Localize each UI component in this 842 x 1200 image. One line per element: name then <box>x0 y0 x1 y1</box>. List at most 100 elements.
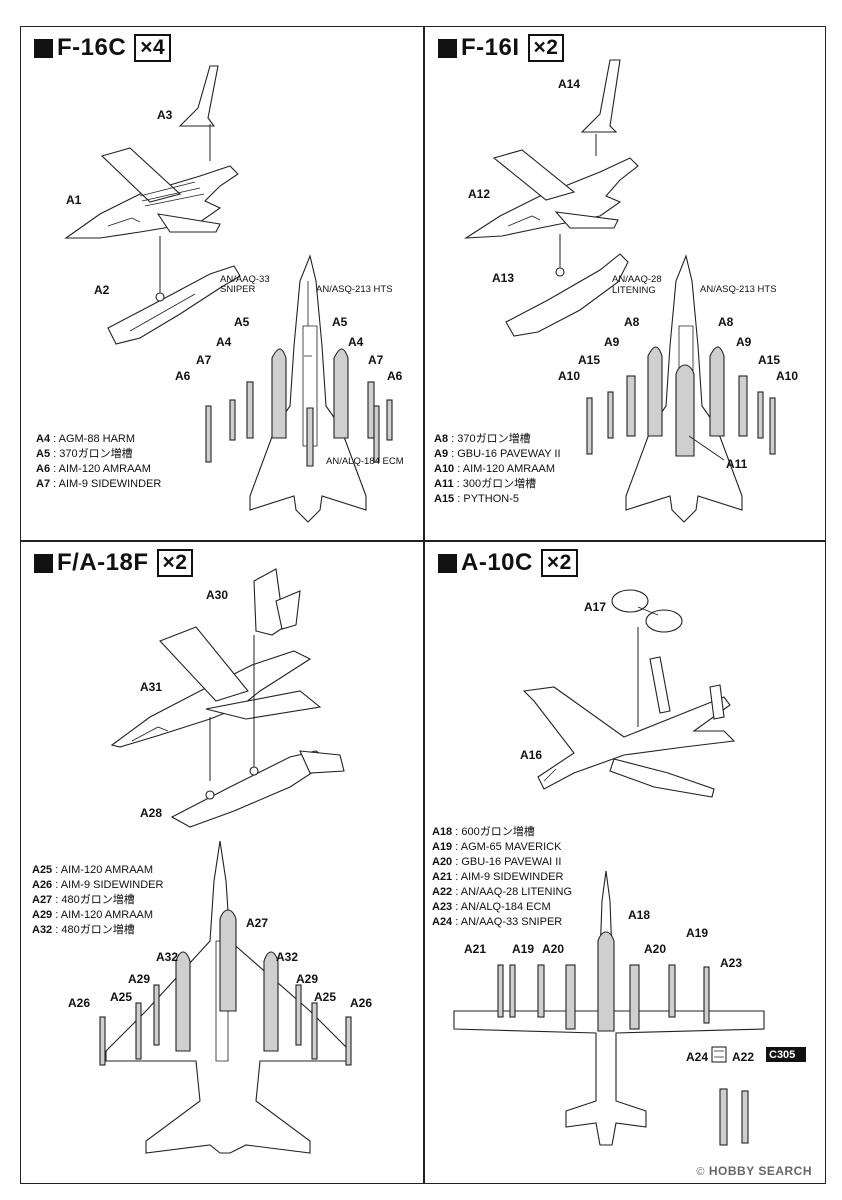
fuel-tank-a27 <box>219 909 237 1012</box>
label-a6-right: A6 <box>387 369 403 383</box>
label-a26-right: A26 <box>350 996 372 1010</box>
legend-f16c: A4 : AGM-88 HARM A5 : 370ガロン増槽 A6 : AIM-… <box>36 432 161 492</box>
title-square-icon <box>438 553 457 573</box>
f16-top-view <box>249 254 367 523</box>
python5-a15-right <box>757 391 764 439</box>
mount-hole <box>155 292 165 302</box>
lower-wing <box>609 758 715 798</box>
tail-fins-part-right <box>275 590 301 630</box>
label-a23: A23 <box>720 956 742 970</box>
f16c-stores <box>205 348 393 467</box>
callout-sniper-1: AN/AAQ-33 <box>220 274 270 285</box>
tail-fin-part <box>178 65 219 127</box>
panel-fa18f: F/A-18F ×2 A30 <box>20 541 423 1184</box>
tail-fin-left <box>649 656 671 714</box>
canopy-line <box>107 217 141 227</box>
label-a2: A2 <box>94 283 110 297</box>
sidewinder-a26-left <box>99 1016 106 1066</box>
wing-part <box>100 147 182 203</box>
nose-line <box>543 768 557 782</box>
legend-row: A21 : AIM-9 SIDEWINDER <box>432 871 564 883</box>
label-a4-left: A4 <box>216 335 232 349</box>
amraam-a6-left <box>205 405 212 463</box>
fuel-tank-a32-right <box>263 951 279 1052</box>
legend-row: A4 : AGM-88 HARM <box>36 433 136 445</box>
label-a29-right: A29 <box>296 972 318 986</box>
legend-row: A26 : AIM-9 SIDEWINDER <box>32 879 164 891</box>
canopy-line <box>131 726 169 742</box>
f16i-assembly-diagram: A14 A12 A13 AN/AAQ-28 LITENING AN/ASQ-21… <box>463 59 798 523</box>
legend-row: A23 : AN/ALQ-184 ECM <box>432 901 551 913</box>
label-a8-left: A8 <box>624 315 640 329</box>
tail-fin-part <box>580 59 621 133</box>
fuel-tank-a32-left <box>175 951 191 1052</box>
ecm-a23 <box>703 966 710 1024</box>
panel-f16c: F-16C ×4 <box>20 26 423 540</box>
legend-row: A32 : 480ガロン増槽 <box>32 924 135 936</box>
fuselage-part <box>110 650 312 748</box>
fuel-tank-a18 <box>597 931 615 1032</box>
label-a29-left: A29 <box>128 972 150 986</box>
label-a10-left: A10 <box>558 369 580 383</box>
quantity-badge: ×2 <box>527 34 565 62</box>
wing-part-lower <box>554 211 619 229</box>
quantity-badge: ×2 <box>156 549 194 577</box>
panel-title-fa18f: F/A-18F ×2 <box>34 549 194 577</box>
engine-pod-left <box>611 589 649 613</box>
harm-a4-right <box>367 381 375 439</box>
label-a17: A17 <box>584 600 606 614</box>
legend-row: A29 : AIM-120 AMRAAM <box>32 909 154 921</box>
label-a24: A24 <box>686 1050 708 1064</box>
legend-row: A27 : 480ガロン増槽 <box>32 894 135 906</box>
wing-part <box>159 626 249 702</box>
fuel-tank-a8-right <box>709 346 725 437</box>
callout-ecm: AN/ALQ-184 ECM <box>326 456 404 467</box>
label-a28: A28 <box>140 806 162 820</box>
callout-litening-2: LITENING <box>612 285 656 296</box>
fuel-tank-a8-left <box>647 346 663 437</box>
amraam-a25-right <box>311 1002 318 1060</box>
label-a26-left: A26 <box>68 996 90 1010</box>
amraam-a29-right <box>295 984 302 1046</box>
wing-part <box>492 149 576 201</box>
legend-row: A20 : GBU-16 PAVEWAI II <box>432 856 562 868</box>
mount-hole <box>249 766 259 776</box>
label-a32-right: A32 <box>276 950 298 964</box>
sniper-a24 <box>741 1090 749 1144</box>
maverick-a19-left <box>537 964 545 1018</box>
inset-code-badge <box>766 1047 806 1062</box>
legend-f16i: A8 : 370ガロン増槽 A9 : GBU-16 PAVEWAY II A10… <box>434 432 561 507</box>
label-a15-right: A15 <box>758 353 780 367</box>
label-a7-left: A7 <box>196 353 212 367</box>
legend-row: A19 : AGM-65 MAVERICK <box>432 841 562 853</box>
label-a31: A31 <box>140 680 162 694</box>
quantity-badge: ×2 <box>540 549 578 577</box>
panel-title-f16c: F-16C ×4 <box>34 34 172 62</box>
aircraft-name: F-16I <box>461 34 520 61</box>
label-a10-right: A10 <box>776 369 798 383</box>
label-a11: A11 <box>726 457 748 471</box>
label-a19-right: A19 <box>686 926 708 940</box>
legend-row: A7 : AIM-9 SIDEWINDER <box>36 478 162 490</box>
gbu16-a20-left <box>565 964 576 1030</box>
legend-row: A10 : AIM-120 AMRAAM <box>434 463 556 475</box>
callout-sniper-2: SNIPER <box>220 284 256 295</box>
harm-a4-left <box>246 381 254 439</box>
sidewinder-a7-left <box>229 399 236 441</box>
quantity-badge: ×4 <box>134 34 172 62</box>
label-a5-left: A5 <box>234 315 250 329</box>
label-a18: A18 <box>628 908 650 922</box>
option-icon-lines <box>714 1050 724 1058</box>
sidewinder-a26-right <box>345 1016 352 1066</box>
label-a5-right: A5 <box>332 315 348 329</box>
label-a21: A21 <box>464 942 486 956</box>
fa18f-assembly-diagram: A30 A31 A28 A27 A32 A32 A29 A29 A25 A25 … <box>68 568 372 1154</box>
amraam-a29-left <box>153 984 160 1046</box>
leader-line <box>688 435 725 461</box>
sidewinder-a7-right <box>386 399 393 441</box>
label-a4-right: A4 <box>348 335 364 349</box>
legend-row: A11 : 300ガロン増槽 <box>434 478 537 490</box>
sidewinder-a21-left <box>497 964 504 1018</box>
legend-row: A25 : AIM-120 AMRAAM <box>32 864 154 876</box>
aircraft-name: F/A-18F <box>57 549 149 576</box>
